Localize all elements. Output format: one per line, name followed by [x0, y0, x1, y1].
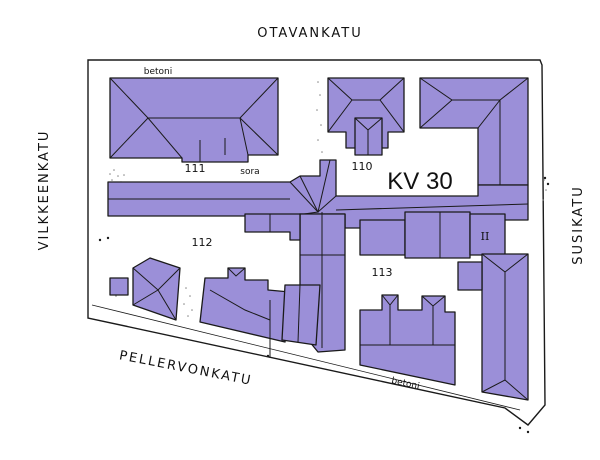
surface-label-sora: sora [240, 167, 259, 177]
building-northeast-wing [419, 77, 529, 186]
building-112-south [199, 267, 321, 358]
surface-label-betoni-north: betoni [144, 67, 173, 77]
boundary-markers [98, 176, 550, 434]
lot-label-113: 113 [372, 266, 393, 279]
street-label-east: SUSIKATU [571, 185, 586, 265]
street-label-north: OTAVANKATU [257, 26, 363, 41]
building-marker-segment: II [359, 211, 506, 259]
building-112-west [109, 257, 181, 321]
street-label-south: PELLERVONKATU [118, 348, 254, 389]
block-label: KV 30 [387, 168, 452, 195]
building-marker-label: II [481, 230, 490, 243]
south-edge-inner-line [91, 304, 521, 411]
building-113 [359, 294, 456, 386]
building-central-annex [244, 213, 301, 241]
lot-label-110: 110 [352, 160, 373, 173]
building-east-wing [457, 253, 529, 401]
lot-label-111: 111 [185, 162, 206, 175]
lot-label-112: 112 [192, 236, 213, 249]
building-central-wing [107, 159, 529, 229]
building-111-north [109, 77, 279, 163]
building-110-north [327, 77, 405, 156]
street-label-west: VILKKEENKATU [37, 130, 52, 251]
